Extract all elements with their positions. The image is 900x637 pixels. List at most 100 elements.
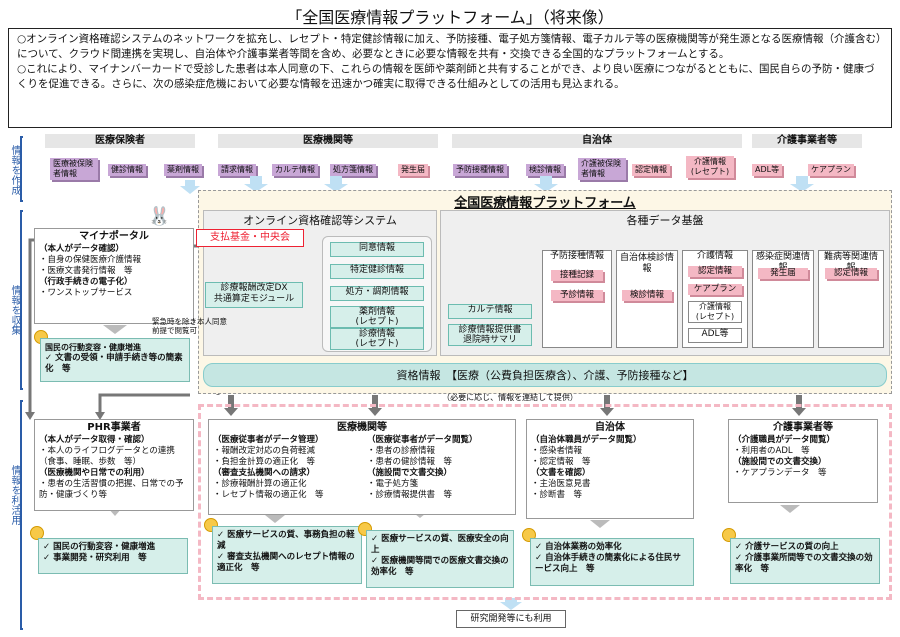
oq-item-1: 特定健診情報 xyxy=(330,264,424,279)
phr-effect: ✓ 国民の行動変容・健康増進 ✓ 事業開発・研究利用 等 xyxy=(38,538,188,574)
tag-jichitai-1: 検診情報 xyxy=(526,164,564,176)
jichitai-b-item-1: ・診断書 等 xyxy=(531,490,583,500)
mynaportal-effect-text: ✓ 文書の受領・申請手続き等の簡素化 等 xyxy=(45,353,183,374)
jichitai-effect-1: ✓ 自治体手続きの簡素化による住民サービス向上 等 xyxy=(535,553,681,574)
mynaportal-title: マイナポータル xyxy=(79,231,149,242)
mynaportal-s1-item-0: ・自身の保健医療介護情報 xyxy=(39,255,142,265)
iryo-use-right: （医療従事者がデータ閲覧） ・患者の診療情報 ・患者の健診情報 等 （施設間で文… xyxy=(367,435,511,501)
iryo-effect-1-0: ✓ 医療サービスの質、事務負担の軽減 xyxy=(217,530,355,551)
down-arrow-sources xyxy=(180,176,814,194)
shikaku-bar: 資格情報 【医療（公費負担医療含）、介護、予防接種など】 xyxy=(203,363,887,387)
iryo-effect-2: ✓ 医療サービスの質、医療安全の向上 ✓ 医療機関等間での医療文書交換の効率化 … xyxy=(366,530,514,588)
jichitai-a-item-0: ・感染者情報 xyxy=(531,446,583,456)
iryo-use-d: （施設間で文書交換） xyxy=(366,468,452,478)
tag-jichitai-0: 予防接種情報 xyxy=(453,164,507,176)
kaigojoho-title: 介護情報 xyxy=(696,251,733,261)
phr-s2-item-0: ・患者の生活習慣の把握、日常での予防・健康づくり等 xyxy=(39,479,184,500)
yobo-item-0: 接種記録 xyxy=(551,270,603,281)
yobo-item-1: 予診情報 xyxy=(551,290,603,301)
iryo-d-item-0: ・電子処方箋 xyxy=(366,479,418,489)
jichitai-a-item-1: ・認定情報 等 xyxy=(531,457,591,467)
jichitai-use-b: （文書を確認） xyxy=(531,468,591,478)
tag-hoken-2: 薬剤情報 xyxy=(164,164,202,176)
side-label-use: 情報を利活用 xyxy=(9,465,20,525)
phr-title: PHR事業者 xyxy=(87,422,141,433)
tag-iryo-2: 処方箋情報 xyxy=(330,164,376,176)
kansen-item-0: 発生届 xyxy=(758,268,808,279)
kaigojoho-item-3: ADL等 xyxy=(688,328,742,343)
oq-system-title: オンライン資格確認等システム xyxy=(243,214,397,227)
iryo-use-b: （審査支払機関への請求） xyxy=(213,468,316,478)
iryo-use-title: 医療機関等 xyxy=(337,422,387,433)
iryo-a-item-1: ・負担金計算の適正化 等 xyxy=(213,457,316,467)
tag-jichitai-4: 介護情報(レセプト) xyxy=(686,156,734,178)
side-label-create: 情報を作成 xyxy=(9,145,20,195)
kaigo-effect: ✓ 介護サービスの質の向上 ✓ 介護事業所間等での文書交換の効率化 等 xyxy=(730,538,880,584)
platform-note: （必要に応じ、情報を連結して提供） xyxy=(442,393,578,402)
kakushu-title: 各種データ基盤 xyxy=(626,214,704,227)
phr-section-2: （医療機関や日常での利用） xyxy=(39,468,150,478)
iryo-use-a: （医療従事者がデータ管理） xyxy=(213,435,324,445)
phr-section-1: （本人がデータ取得・確認） xyxy=(39,435,150,445)
kaigo-effect-1: ✓ 介護事業所間等での文書交換の効率化 等 xyxy=(735,553,873,574)
iryo-c-item-1: ・患者の健診情報 等 xyxy=(366,457,452,467)
tag-iryo-3: 発生届 xyxy=(398,164,428,176)
mynaportal-effect-title: 国民の行動変容・健康増進 xyxy=(45,343,141,352)
oq-item-0: 同意情報 xyxy=(330,242,424,257)
mynaportal-section-2: （行政手続きの電子化） xyxy=(39,277,133,287)
side-label-collect: 情報を収集 xyxy=(9,285,20,335)
iryo-effect-1: ✓ 医療サービスの質、事務負担の軽減 ✓ 審査支払機関へのレセプト情報の適正化 … xyxy=(212,526,362,584)
intro-paragraph-2: ○これにより、マイナンバーカードで受診した患者は本人同意の下、これらの情報を医師… xyxy=(17,63,875,90)
jichitai-effect: ✓ 自治体業務の効率化 ✓ 自治体手続きの簡素化による住民サービス向上 等 xyxy=(530,538,694,586)
kaigo-use-a: （介護職員がデータ閲覧） xyxy=(733,435,836,445)
iryo-b-item-1: ・レセプト情報の適正化 等 xyxy=(213,490,324,500)
tag-kaigo-0: ADL等 xyxy=(752,164,783,176)
side-bracket-collect xyxy=(20,210,23,390)
oq-item-3: 薬剤情報 (レセプト) xyxy=(330,306,424,328)
iryo-d-item-1: ・診療情報提供書 等 xyxy=(366,490,452,500)
iryo-effect-1-1: ✓ 審査支払機関へのレセプト情報の適正化 等 xyxy=(217,552,355,573)
mynaportal-s1-item-1: ・医療文書発行情報 等 xyxy=(39,266,133,276)
phr-effect-0: ✓ 国民の行動変容・健康増進 xyxy=(43,542,156,552)
page-title: 「全国医療情報プラットフォーム」（将来像） xyxy=(286,8,614,27)
iryo-effect-2-1: ✓ 医療機関等間での医療文書交換の効率化 等 xyxy=(371,556,509,577)
source-kaigo-title: 介護事業者等 xyxy=(752,134,862,148)
phr-effect-1: ✓ 事業開発・研究利用 等 xyxy=(43,553,147,563)
nanbyo-box: 難病等関連情報 xyxy=(818,250,884,348)
kikin-box: 支払基金・中央会 xyxy=(196,229,304,247)
jichitai-use-title: 自治体 xyxy=(595,422,625,433)
oq-item-2: 処方・調剤情報 xyxy=(330,286,424,301)
karte-box: カルテ情報 xyxy=(448,304,532,319)
iryo-b-item-0: ・診療報酬計算の適正化 xyxy=(213,479,307,489)
phr-card: PHR事業者 （本人がデータ取得・確認） ・本人のライフログデータとの連携（食事… xyxy=(34,419,194,511)
jichitai-use-a: （自治体職員がデータ閲覧） xyxy=(531,435,642,445)
kaigo-use-card: 介護事業者等 （介護職員がデータ閲覧） ・利用者のADL 等 （施設間での文書交… xyxy=(728,419,878,503)
kaigojoho-item-1: ケアプラン xyxy=(688,284,742,295)
kaigojoho-item-2: 介護情報 (レセプト) xyxy=(688,301,742,323)
kaigo-use-b: （施設間での文書交換） xyxy=(733,457,827,467)
mynaportal-section-1: （本人がデータ確認） xyxy=(39,244,125,254)
nanbyo-item-0: 認定情報 xyxy=(825,268,877,279)
yobo-title: 予防接種情報 xyxy=(549,251,604,261)
side-bracket-create xyxy=(20,136,23,202)
use-area xyxy=(198,404,892,600)
tag-jichitai-3: 認定情報 xyxy=(632,164,670,176)
jichitai-effect-0: ✓ 自治体業務の効率化 xyxy=(535,542,622,552)
tag-iryo-0: 請求情報 xyxy=(218,164,256,176)
mynaportal-small-note: 緊急時を除き本人同意前提で閲覧可 xyxy=(152,317,227,335)
down-arrow-research xyxy=(500,598,522,610)
iryo-use-left: （医療従事者がデータ管理） ・報酬改定対応の負荷軽減 ・負担金計算の適正化 等 … xyxy=(213,435,361,501)
oq-item-4: 診療情報 (レセプト) xyxy=(330,328,424,350)
intro-box: ○オンライン資格確認システムのネットワークを拡充し、レセプト・特定健診情報に加え… xyxy=(8,28,892,128)
phr-s1-item-0: ・本人のライフログデータとの連携（食事、睡眠、歩数 等） xyxy=(39,446,175,467)
kaigo-a-item-0: ・利用者のADL 等 xyxy=(733,446,810,456)
tag-hoken-1: 健診情報 xyxy=(108,164,146,176)
intro-paragraph-1: ○オンライン資格確認システムのネットワークを拡充し、レセプト・特定健診情報に加え… xyxy=(17,33,882,60)
side-bracket-use xyxy=(20,400,23,630)
tag-hoken-0: 医療被保険者情報 xyxy=(50,158,98,180)
source-iryo-title: 医療機関等 xyxy=(218,134,438,148)
mynaportal-s2-item-0: ・ワンストップサービス xyxy=(39,288,133,298)
tag-jichitai-2: 介護被保険者情報 xyxy=(578,158,626,180)
research-box: 研究開発等にも利用 xyxy=(456,610,566,628)
